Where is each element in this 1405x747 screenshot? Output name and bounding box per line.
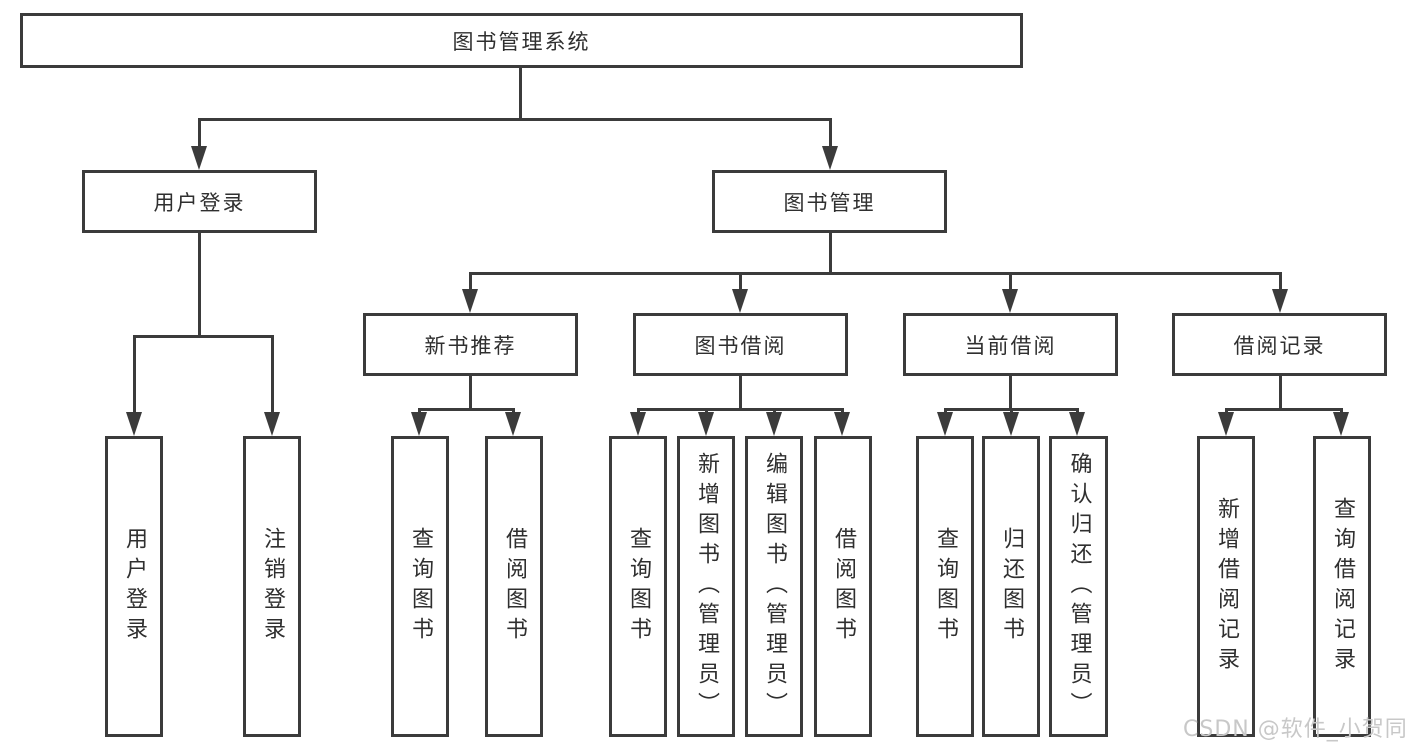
arrowhead-current-borrow — [1002, 289, 1018, 313]
node-current-borrow: 当前借阅 — [903, 313, 1118, 376]
leaf-borrow-borrow-book-label: 借阅图书 — [831, 526, 856, 647]
connector-current-borrow-stem — [1009, 376, 1012, 409]
connector-drop-new-book-recommend — [469, 272, 472, 292]
leaf-logout-label: 注销登录 — [260, 526, 285, 647]
leaf-newrec-search-book: 查询图书 — [391, 436, 449, 737]
connector-drop-leaf-user-login — [133, 335, 136, 415]
arrowhead-current-confirm — [1069, 412, 1085, 436]
node-root-label: 图书管理系统 — [452, 29, 591, 54]
leaf-borrow-add-book-label: 新增图书（管理员） — [694, 451, 719, 722]
connector-root-rail — [198, 118, 832, 121]
leaf-current-search-book-label: 查询图书 — [933, 526, 958, 647]
leaf-borrow-search-book-label: 查询图书 — [626, 526, 651, 647]
connector-book-management-stem — [829, 233, 832, 274]
connector-book-borrow-rail — [637, 408, 844, 411]
arrowhead-user-login — [191, 146, 207, 170]
leaf-borrow-edit-book-label: 编辑图书（管理员） — [762, 451, 787, 722]
node-borrow-record: 借阅记录 — [1172, 313, 1387, 376]
connector-new-book-recommend-stem — [469, 376, 472, 409]
connector-borrow-record-rail — [1225, 408, 1343, 411]
connector-user-login-rail — [133, 335, 274, 338]
leaf-newrec-search-book-label: 查询图书 — [408, 526, 433, 647]
arrowhead-record-add — [1218, 412, 1234, 436]
leaf-current-confirm-return: 确认归还（管理员） — [1049, 436, 1108, 737]
connector-drop-book-borrow — [739, 272, 742, 292]
leaf-current-return-book: 归还图书 — [982, 436, 1040, 737]
node-current-borrow-label: 当前借阅 — [964, 333, 1057, 358]
arrowhead-borrow-edit — [766, 412, 782, 436]
leaf-record-search-record: 查询借阅记录 — [1313, 436, 1371, 737]
arrowhead-borrow-search — [630, 412, 646, 436]
connector-drop-book-management — [829, 118, 832, 148]
node-user-login: 用户登录 — [82, 170, 317, 233]
leaf-record-search-record-label: 查询借阅记录 — [1330, 496, 1355, 677]
leaf-current-search-book: 查询图书 — [916, 436, 974, 737]
leaf-record-add-record: 新增借阅记录 — [1197, 436, 1255, 737]
arrowhead-record-search — [1333, 412, 1349, 436]
arrowhead-book-borrow — [732, 289, 748, 313]
node-borrow-record-label: 借阅记录 — [1233, 333, 1326, 358]
arrowhead-borrow-record — [1272, 289, 1288, 313]
leaf-borrow-borrow-book: 借阅图书 — [814, 436, 872, 737]
leaf-borrow-edit-book: 编辑图书（管理员） — [745, 436, 803, 737]
arrowhead-borrow-borrow — [834, 412, 850, 436]
node-new-book-recommend: 新书推荐 — [363, 313, 578, 376]
arrowhead-newrec-search — [411, 412, 427, 436]
leaf-user-login-label: 用户登录 — [122, 526, 147, 647]
leaf-logout: 注销登录 — [243, 436, 301, 737]
leaf-newrec-borrow-book-label: 借阅图书 — [502, 526, 527, 647]
connector-drop-borrow-record — [1279, 272, 1282, 292]
arrowhead-book-management — [822, 146, 838, 170]
connector-book-borrow-stem — [739, 376, 742, 409]
arrowhead-new-book-recommend — [462, 289, 478, 313]
node-book-borrow-label: 图书借阅 — [694, 333, 787, 358]
arrowhead-current-return — [1003, 412, 1019, 436]
connector-drop-user-login — [198, 118, 201, 148]
arrowhead-leaf-logout — [264, 412, 280, 436]
leaf-current-return-book-label: 归还图书 — [999, 526, 1024, 647]
connector-root-stem — [519, 68, 522, 118]
arrowhead-borrow-add — [698, 412, 714, 436]
connector-drop-leaf-logout — [271, 335, 274, 415]
connector-borrow-record-stem — [1279, 376, 1282, 409]
connector-user-login-stem — [198, 233, 201, 335]
leaf-borrow-add-book: 新增图书（管理员） — [677, 436, 735, 737]
node-root: 图书管理系统 — [20, 13, 1023, 68]
leaf-user-login: 用户登录 — [105, 436, 163, 737]
node-book-management: 图书管理 — [712, 170, 947, 233]
node-new-book-recommend-label: 新书推荐 — [424, 333, 517, 358]
connector-drop-current-borrow — [1009, 272, 1012, 292]
leaf-current-confirm-return-label: 确认归还（管理员） — [1066, 451, 1092, 722]
node-book-management-label: 图书管理 — [783, 190, 876, 215]
watermark-text: CSDN @软件_小贺同学 — [1183, 717, 1405, 742]
arrowhead-leaf-user-login — [126, 412, 142, 436]
connector-new-book-recommend-rail — [418, 408, 515, 411]
leaf-borrow-search-book: 查询图书 — [609, 436, 667, 737]
arrowhead-current-search — [937, 412, 953, 436]
node-book-borrow: 图书借阅 — [633, 313, 848, 376]
node-user-login-label: 用户登录 — [153, 190, 246, 215]
leaf-newrec-borrow-book: 借阅图书 — [485, 436, 543, 737]
leaf-record-add-record-label: 新增借阅记录 — [1214, 496, 1239, 677]
arrowhead-newrec-borrow — [505, 412, 521, 436]
connector-book-management-rail — [469, 272, 1282, 275]
